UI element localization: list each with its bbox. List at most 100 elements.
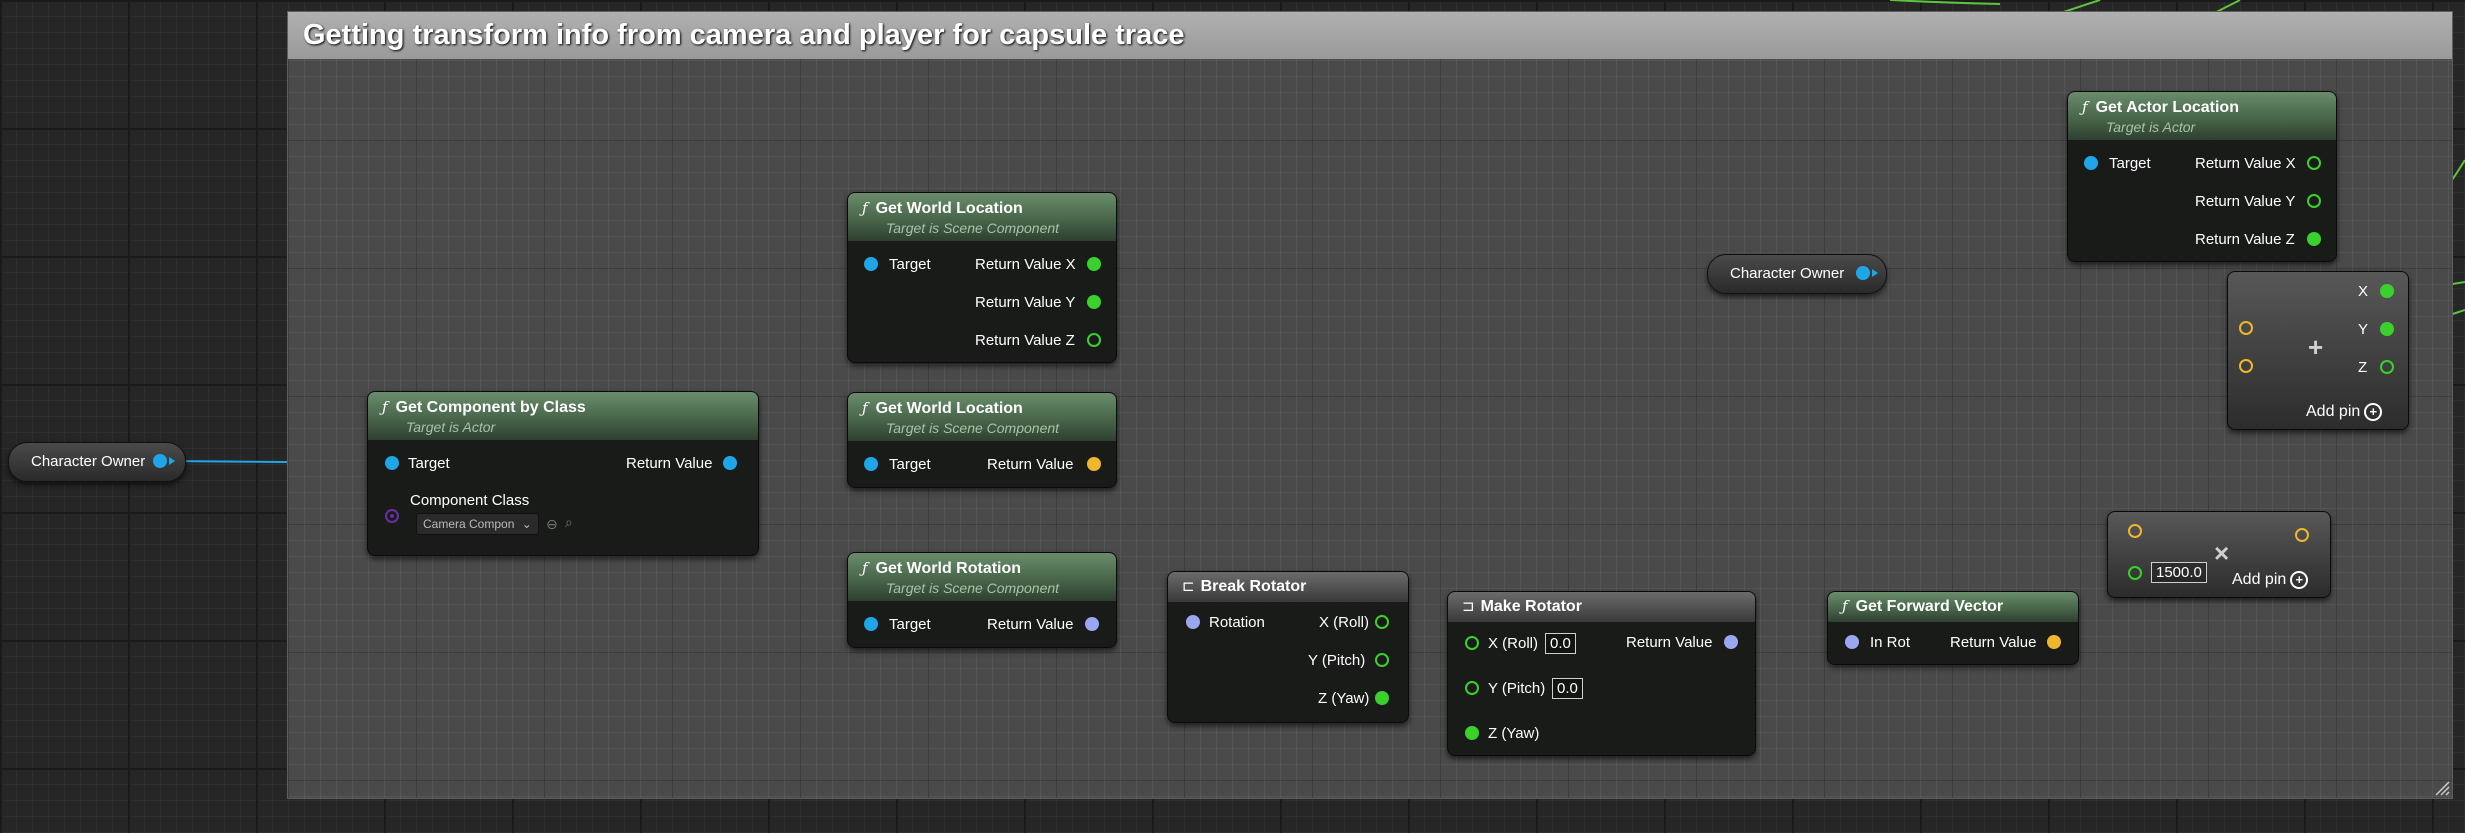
node-header[interactable]: ⊐Make Rotator: [1448, 592, 1755, 622]
return-value-x-pin[interactable]: [1087, 257, 1101, 271]
use-selected-asset-icon[interactable]: ⊖: [546, 516, 558, 532]
return-value-output-pin[interactable]: [723, 456, 737, 470]
component-class-value: Camera Compon: [423, 517, 515, 531]
node-title: Get Actor Location: [2095, 99, 2239, 116]
rotation-input-pin[interactable]: [1186, 615, 1200, 629]
return-value-label: Return Value: [1626, 634, 1713, 651]
target-label: Target: [889, 616, 931, 633]
roll-input-pin[interactable]: [1465, 636, 1479, 650]
target-label: Target: [889, 456, 931, 473]
comment-title[interactable]: Getting transform info from camera and p…: [288, 12, 2452, 59]
add-circle-icon: +: [2290, 571, 2309, 589]
node-subtitle: Target is Scene Component: [886, 580, 1060, 596]
target-input-pin[interactable]: [864, 457, 878, 471]
browse-search-icon[interactable]: ⌕: [565, 514, 573, 530]
z-output-pin[interactable]: [2380, 360, 2394, 374]
return-value-z-pin[interactable]: [1087, 333, 1101, 347]
target-input-pin[interactable]: [2084, 156, 2098, 170]
add-pin-label: Add pin: [2232, 571, 2287, 589]
return-value-y-pin[interactable]: [1087, 295, 1101, 309]
target-input-pin[interactable]: [864, 617, 878, 631]
break-rotator-node[interactable]: ⊏Break Rotator Rotation X (Roll) Y (Pitc…: [1167, 571, 1409, 723]
node-title: Get World Location: [875, 400, 1023, 417]
x-output-pin[interactable]: [2380, 284, 2394, 298]
target-input-pin[interactable]: [385, 456, 399, 470]
node-subtitle: Target is Scene Component: [886, 220, 1060, 236]
yaw-output-pin[interactable]: [1375, 691, 1389, 705]
character-owner-getter-right[interactable]: Character Owner: [1707, 254, 1887, 294]
component-class-dropdown[interactable]: Camera Compon ⌄: [416, 513, 539, 535]
chevron-down-icon: ⌄: [521, 517, 532, 531]
node-title: Get Component by Class: [395, 399, 586, 416]
multiply-input-a-pin[interactable]: [2128, 524, 2142, 538]
return-value-output-pin[interactable]: [1085, 617, 1099, 631]
roll-label: X (Roll): [1488, 635, 1539, 652]
roll-output-pin[interactable]: [1375, 615, 1389, 629]
character-owner-output-pin[interactable]: [1856, 266, 1870, 280]
component-class-label: Component Class: [410, 492, 530, 509]
multiply-symbol-icon: ×: [2214, 538, 2230, 568]
return-value-label: Return Value: [1950, 634, 2037, 651]
add-input-a-pin[interactable]: [2239, 321, 2253, 335]
return-value-x-pin[interactable]: [2307, 156, 2321, 170]
node-header[interactable]: ⊏ Break Rotator: [1168, 572, 1408, 602]
node-title: Get Forward Vector: [1855, 598, 2004, 615]
node-title: Make Rotator: [1480, 598, 1582, 615]
make-rotator-node[interactable]: ⊐Make Rotator X (Roll) 0.0 Return Value …: [1447, 591, 1756, 756]
target-label: Target: [889, 256, 931, 273]
return-value-label: Return Value: [626, 455, 713, 472]
return-value-y-label: Return Value Y: [2195, 193, 2296, 210]
break-struct-icon: ⊏: [1182, 578, 1195, 595]
target-input-pin[interactable]: [864, 257, 878, 271]
target-label: Target: [2109, 155, 2151, 172]
yaw-label: Z (Yaw): [1488, 725, 1540, 742]
rotation-label: Rotation: [1209, 614, 1265, 631]
node-title: Break Rotator: [1200, 578, 1307, 595]
node-header[interactable]: ƒ Get Component by Class Target is Actor: [368, 392, 758, 440]
y-output-pin[interactable]: [2380, 322, 2394, 336]
pitch-value-field[interactable]: 0.0: [1552, 678, 1583, 699]
roll-value-field[interactable]: 0.0: [1545, 633, 1576, 654]
return-value-output-pin[interactable]: [2047, 635, 2061, 649]
pitch-output-pin[interactable]: [1375, 653, 1389, 667]
in-rot-input-pin[interactable]: [1845, 635, 1859, 649]
pin-arrow-icon: [169, 457, 175, 465]
in-rot-label: In Rot: [1870, 634, 1911, 651]
yaw-input-pin[interactable]: [1465, 726, 1479, 740]
function-icon: ƒ: [382, 398, 388, 416]
add-symbol-icon: +: [2308, 332, 2324, 362]
return-value-y-pin[interactable]: [2307, 194, 2321, 208]
component-class-input-pin[interactable]: [385, 509, 399, 523]
multiply-value-field[interactable]: 1500.0: [2151, 562, 2207, 583]
return-value-output-pin[interactable]: [1724, 635, 1738, 649]
return-value-z-pin[interactable]: [2307, 232, 2321, 246]
node-subtitle: Target is Actor: [406, 419, 496, 435]
resize-handle-icon[interactable]: [2432, 778, 2450, 796]
multiply-output-pin[interactable]: [2295, 528, 2309, 542]
return-value-x-label: Return Value X: [2195, 155, 2296, 172]
multiply-node[interactable]: 1500.0 × Add pin+: [2107, 511, 2331, 598]
character-owner-output-pin[interactable]: [153, 454, 167, 468]
character-owner-getter-left[interactable]: Character Owner: [8, 442, 186, 482]
pitch-input-pin[interactable]: [1465, 681, 1479, 695]
add-input-b-pin[interactable]: [2239, 359, 2253, 373]
multiply-input-b-pin[interactable]: [2128, 566, 2142, 580]
add-circle-icon: +: [2364, 403, 2383, 421]
x-label: X: [2358, 283, 2369, 300]
pitch-label: Y (Pitch): [1488, 680, 1546, 697]
add-node[interactable]: + X Y Z Add pin+: [2227, 271, 2409, 430]
return-value-output-pin[interactable]: [1087, 457, 1101, 471]
add-pin-button[interactable]: Add pin+: [2232, 571, 2309, 589]
add-pin-button[interactable]: Add pin+: [2306, 403, 2383, 421]
